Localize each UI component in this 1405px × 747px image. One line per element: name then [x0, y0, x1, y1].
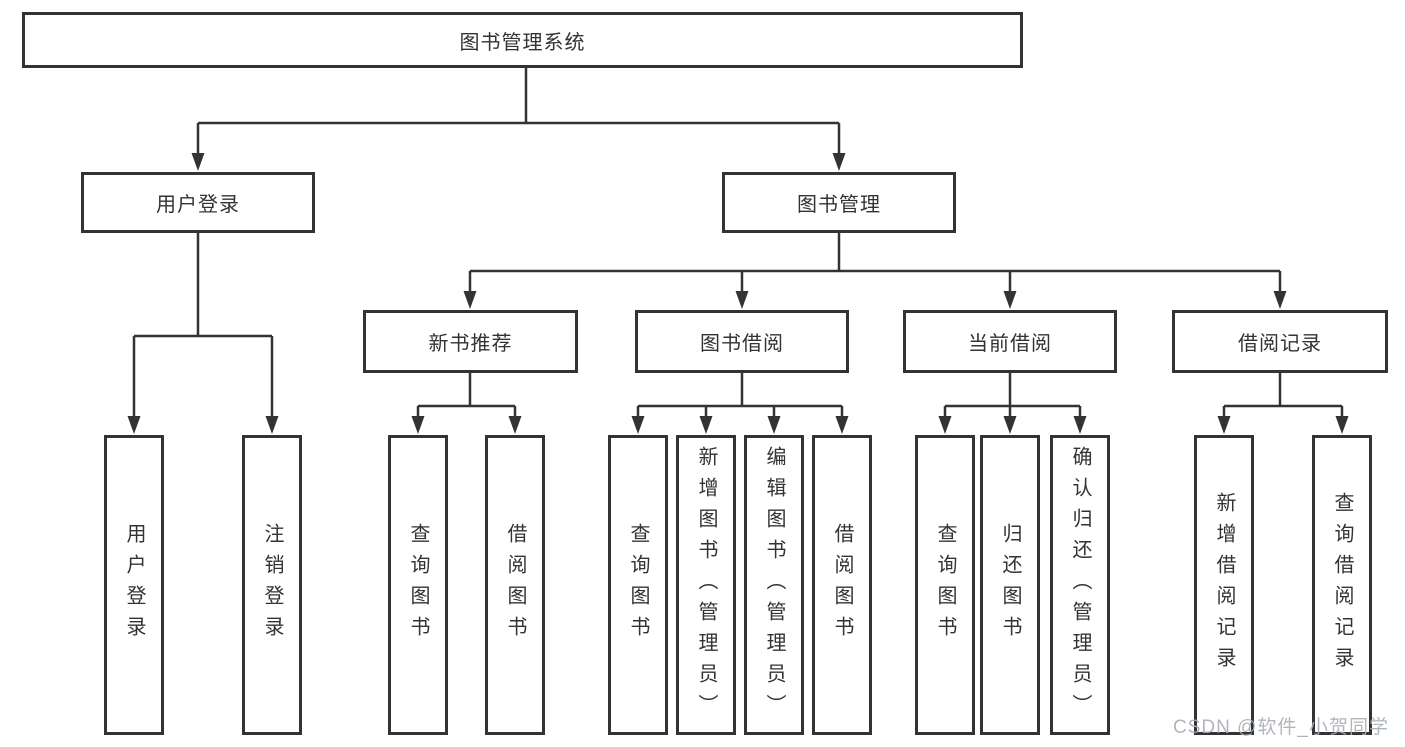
leaf-edit-books-admin: 编辑图书（管理员）: [744, 435, 804, 735]
leaf-add-books-admin: 新增图书（管理员）: [676, 435, 736, 735]
node-root-library-system: 图书管理系统: [22, 12, 1023, 68]
connector-current-borrowing-to-leaves: [943, 373, 1082, 420]
node-current-borrowing: 当前借阅: [903, 310, 1117, 373]
csdn-watermark: CSDN @软件_小贺同学: [1173, 717, 1389, 738]
leaf-return-books: 归还图书: [980, 435, 1040, 735]
connector-user-login-to-leaves: [132, 233, 274, 420]
node-book-management: 图书管理: [722, 172, 956, 233]
leaf-query-borrow-record: 查询借阅记录: [1312, 435, 1372, 735]
leaf-confirm-return-admin: 确认归还（管理员）: [1050, 435, 1110, 735]
leaf-query-books-recommend: 查询图书: [388, 435, 448, 735]
leaf-borrow-books-recommend: 借阅图书: [485, 435, 545, 735]
arrowhead-icons: [127, 153, 1349, 434]
node-new-book-recommend: 新书推荐: [363, 310, 578, 373]
connector-new-book-recommend-to-leaves: [416, 373, 517, 420]
node-book-borrowing: 图书借阅: [635, 310, 849, 373]
node-borrowing-records: 借阅记录: [1172, 310, 1388, 373]
node-user-login: 用户登录: [81, 172, 315, 233]
leaf-add-borrow-record: 新增借阅记录: [1194, 435, 1254, 735]
leaf-logout: 注销登录: [242, 435, 302, 735]
connector-root-to-level2: [196, 68, 841, 160]
leaf-borrow-books-borrowing: 借阅图书: [812, 435, 872, 735]
connector-borrowing-records-to-leaves: [1222, 373, 1344, 420]
leaf-query-books-borrowing: 查询图书: [608, 435, 668, 735]
leaf-query-books-current: 查询图书: [915, 435, 975, 735]
connector-book-borrowing-to-leaves: [636, 373, 844, 420]
leaf-user-login: 用户登录: [104, 435, 164, 735]
connector-book-management-to-level3: [468, 233, 1282, 296]
